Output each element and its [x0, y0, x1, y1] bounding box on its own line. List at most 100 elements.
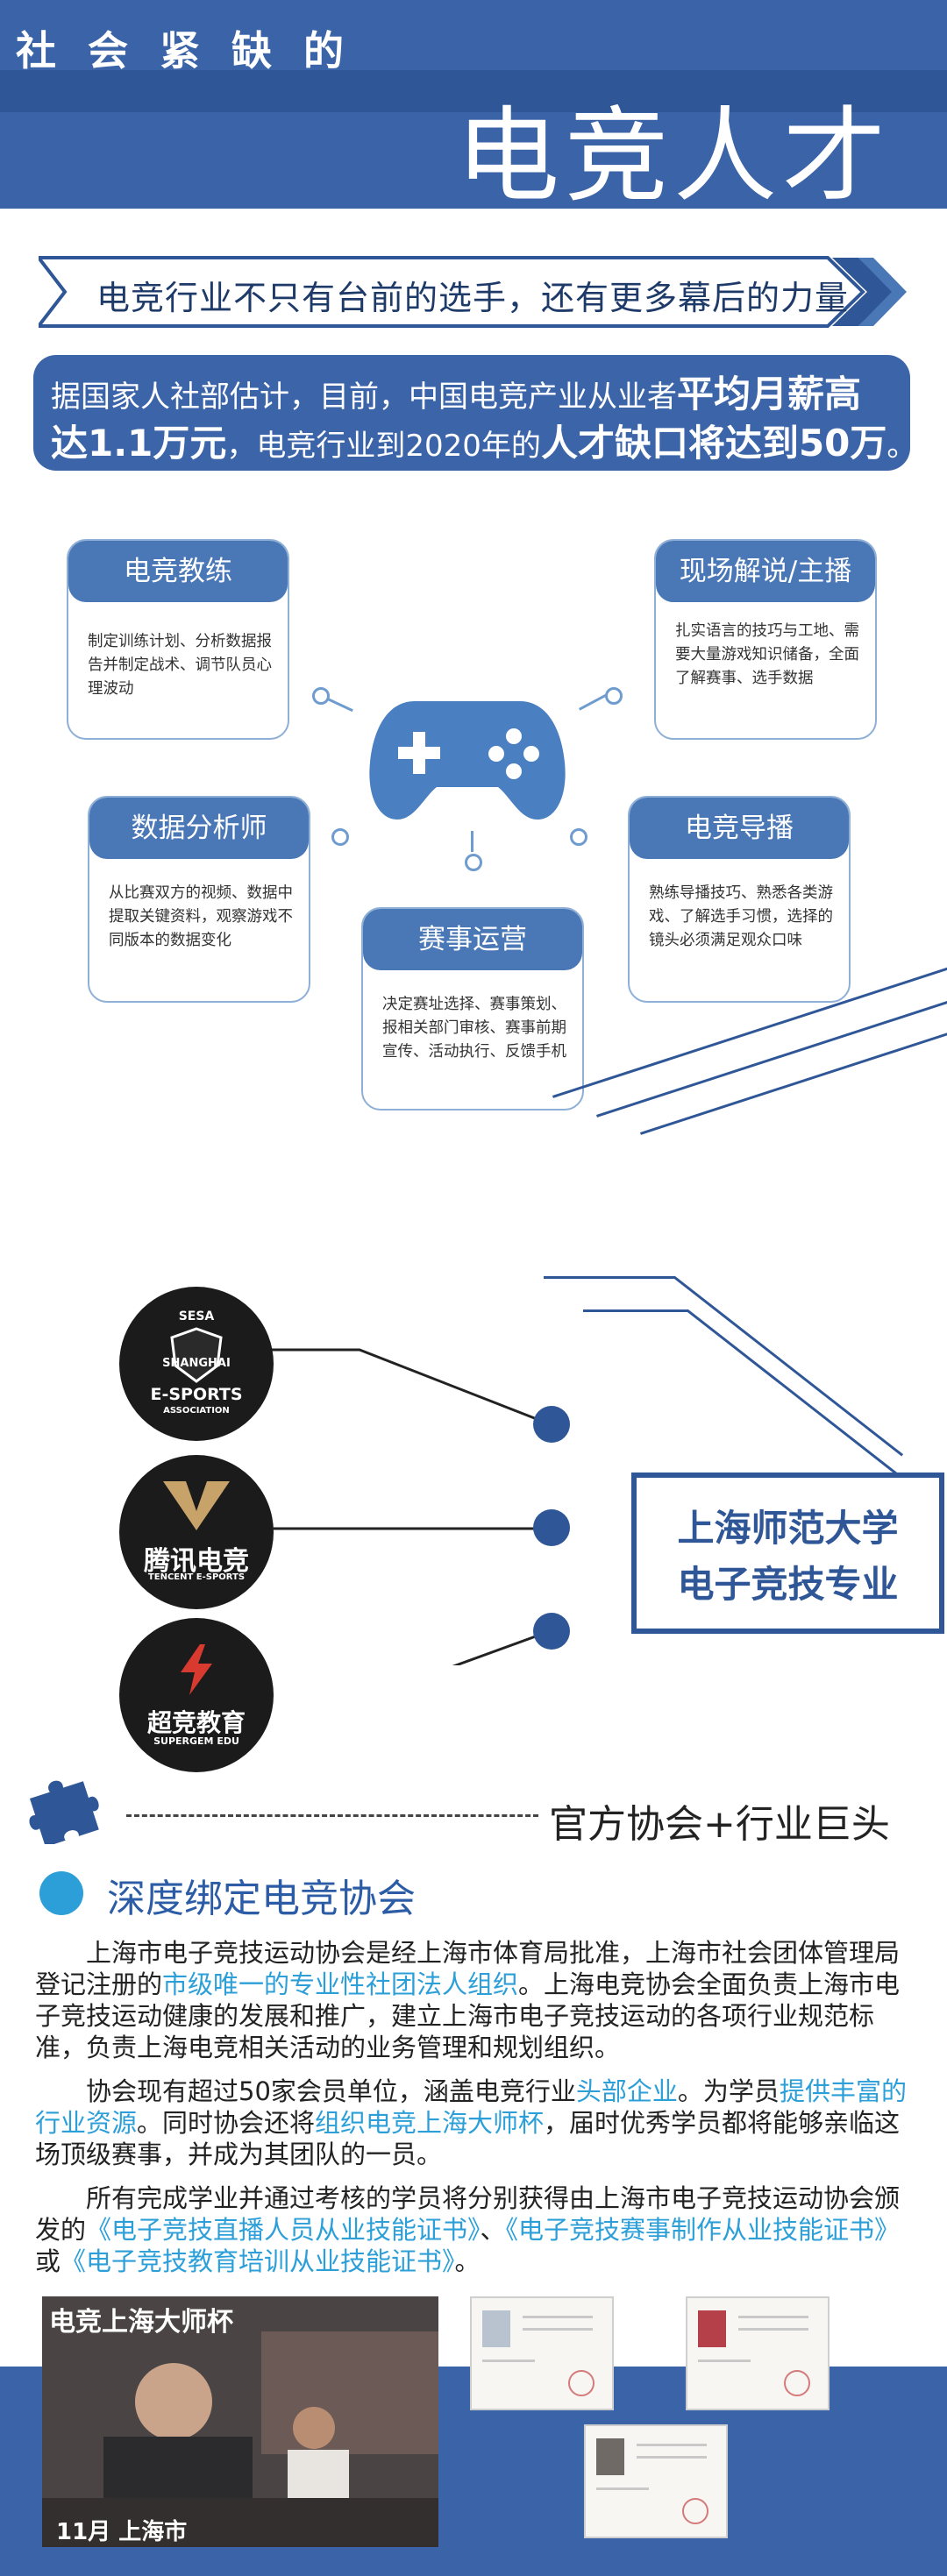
para-text: 。 — [454, 2246, 481, 2276]
stat-line-1: 据国家人社部估计，目前，中国电竞产业从业者平均月薪高 — [51, 365, 861, 418]
dashed-divider — [126, 1814, 538, 1817]
university-box: 上海师范大学 电子竞技专业 — [631, 1473, 944, 1634]
role-card-director: 电竞导播 熟练导播技巧、熟悉各类游戏、了解选手习惯，选择的镜头必须满足观众口味 — [628, 796, 851, 1003]
divider-line — [583, 1309, 688, 1312]
connector-dot — [570, 828, 587, 846]
stat-text: 据国家人社部估计，目前，中国电竞产业从业者 — [51, 380, 677, 415]
certificate — [470, 2296, 614, 2410]
stat-text: 。 — [886, 429, 917, 464]
logo-sub: ASSOCIATION — [163, 1406, 230, 1416]
para-text: 、 — [480, 2215, 506, 2245]
ribbon-arrow — [39, 256, 907, 328]
cert-line — [637, 2444, 707, 2446]
connector-dot — [312, 687, 330, 705]
role-title: 现场解说/主播 — [656, 541, 875, 602]
para-highlight: 《电子竞技赛事制作从业技能证书》 — [505, 2215, 901, 2245]
role-title: 赛事运营 — [363, 909, 582, 970]
logo-name: 腾讯电竞 — [144, 1546, 249, 1577]
para-text: 上海市电子竞技运动协会是经上海市体育局批准，上海市社会团体管理局登记注册的 — [35, 1938, 901, 1999]
divider-line — [596, 998, 947, 1118]
para-text: ，届时优秀学员都将能够亲临这场顶级赛事，并成为其团队的一员。 — [35, 2108, 901, 2169]
photo-footer: 11月 上海市 — [56, 2519, 188, 2545]
logo-sub: SUPERGEM EDU — [153, 1735, 239, 1747]
role-desc: 决定赛址选择、赛事策划、报相关部门审核、赛事前期宣传、活动执行、反馈手机 — [382, 996, 566, 1061]
para-highlight: 市级唯一的专业性社团法人组织 — [162, 1969, 519, 1999]
para-highlight: 提供丰富的行业资源 — [35, 2076, 907, 2138]
role-title: 电竞教练 — [68, 541, 288, 602]
players-image — [42, 2296, 438, 2547]
ribbon-text: 电竞行业不只有台前的选手，还有更多幕后的力量 — [96, 279, 850, 317]
divider-line — [673, 1276, 904, 1457]
cert-photo — [596, 2438, 624, 2475]
cert-seal — [784, 2370, 810, 2396]
logo-top: SESA — [178, 1309, 215, 1323]
para-text: 。上海电竞协会全面负责上海市电子竞技运动健康的发展和推广，建立上海市电子竞技运动… — [35, 1969, 901, 2062]
connector-line — [324, 697, 353, 713]
paragraph-1: 上海市电子竞技运动协会是经上海市体育局批准，上海市社会团体管理局登记注册的市级唯… — [35, 1937, 921, 2063]
cert-line — [482, 2360, 535, 2362]
cert-seal — [568, 2370, 595, 2396]
photo-title: 电竞上海大师杯 — [49, 2307, 233, 2338]
shield-icon — [170, 1327, 223, 1383]
university-major: 电子竞技专业 — [677, 1563, 899, 1606]
role-desc: 熟练导播技巧、熟悉各类游戏、了解选手习惯，选择的镜头必须满足观众口味 — [649, 884, 833, 949]
header-subtitle: 社会紧缺的 — [16, 27, 375, 75]
stat-text: ，电竞行业到2020年的 — [226, 429, 541, 464]
role-card-analyst: 数据分析师 从比赛双方的视频、数据中提取关键资料，观察游戏不同版本的数据变化 — [88, 796, 310, 1003]
connector-node — [533, 1509, 570, 1546]
para-text: 或 — [35, 2246, 61, 2276]
stat-highlight: 平均月薪高 — [677, 373, 862, 415]
stat-box — [33, 355, 910, 471]
cert-line — [523, 2316, 593, 2318]
role-desc: 从比赛双方的视频、数据中提取关键资料，观察游戏不同版本的数据变化 — [109, 884, 293, 949]
role-desc: 制定训练计划、分析数据报告并制定战术、调节队员心理波动 — [88, 633, 272, 698]
para-highlight: 《电子竞技直播人员从业技能证书》 — [86, 2215, 481, 2245]
para-text: 。同时协会还将 — [137, 2108, 316, 2138]
stat-line-2: 达1.1万元，电竞行业到2020年的人才缺口将达到50万。 — [51, 414, 916, 467]
role-desc: 扎实语言的技巧与工地、需要大量游戏知识储备，全面了解赛事、选手数据 — [675, 622, 859, 687]
logo-name: E-SPORTS — [150, 1385, 243, 1404]
cert-photo — [482, 2310, 510, 2347]
stat-highlight: 人才缺口将达到50万 — [540, 422, 887, 465]
puzzle-icon — [29, 1780, 99, 1844]
connector-dot — [465, 854, 482, 871]
cert-line — [738, 2316, 808, 2318]
certificate — [686, 2296, 830, 2410]
para-highlight: 组织电竞上海大师杯 — [315, 2108, 545, 2138]
cert-line — [698, 2360, 751, 2362]
supergem-logo: 超竞教育 SUPERGEM EDU — [119, 1618, 274, 1772]
header-title: 电竞人才 — [456, 96, 892, 216]
sesa-logo: SESA SHANGHAI E-SPORTS ASSOCIATION — [119, 1287, 274, 1441]
connector-line — [579, 694, 607, 711]
v-logo-icon — [163, 1481, 230, 1530]
tencent-esports-logo: 腾讯电竞 TENCENT E-SPORTS — [119, 1455, 274, 1609]
cert-line — [596, 2487, 649, 2490]
cert-line — [523, 2328, 593, 2331]
para-highlight: 《电子竞技教育培训从业技能证书》 — [61, 2246, 455, 2276]
logo-mid: SHANGHAI — [162, 1357, 231, 1370]
cert-seal — [682, 2498, 708, 2524]
role-title: 电竞导播 — [630, 798, 849, 859]
cert-line — [637, 2456, 707, 2459]
section-title: 深度绑定电竞协会 — [107, 1877, 416, 1921]
certificate — [584, 2424, 728, 2538]
role-card-operations: 赛事运营 决定赛址选择、赛事策划、报相关部门审核、赛事前期宣传、活动执行、反馈手… — [361, 907, 584, 1111]
cert-line — [738, 2328, 808, 2331]
gamepad-icon — [369, 701, 566, 820]
role-card-commentator: 现场解说/主播 扎实语言的技巧与工地、需要大量游戏知识储备，全面了解赛事、选手数… — [654, 539, 877, 740]
para-text: 。为学员 — [677, 2076, 780, 2106]
lightning-icon — [181, 1644, 212, 1695]
cert-photo — [698, 2310, 726, 2347]
connector-line — [471, 831, 474, 852]
logo-name: 超竞教育 — [146, 1708, 246, 1737]
divider-line — [640, 1029, 947, 1135]
para-text: 所有完成学业并通过考核的学员将分别获得由上海市电子竞技运动协会颁发的 — [35, 2183, 901, 2245]
logo-sub: TENCENT E-SPORTS — [147, 1572, 246, 1582]
connection-lines — [272, 1348, 553, 1665]
paragraph-3: 所有完成学业并通过考核的学员将分别获得由上海市电子竞技运动协会颁发的《电子竞技直… — [35, 2182, 921, 2277]
role-card-coach: 电竞教练 制定训练计划、分析数据报告并制定战术、调节队员心理波动 — [67, 539, 289, 740]
connector-node — [533, 1406, 570, 1443]
university-name: 上海师范大学 — [677, 1507, 899, 1550]
connector-dot — [605, 687, 623, 705]
bullet-dot — [39, 1871, 83, 1915]
